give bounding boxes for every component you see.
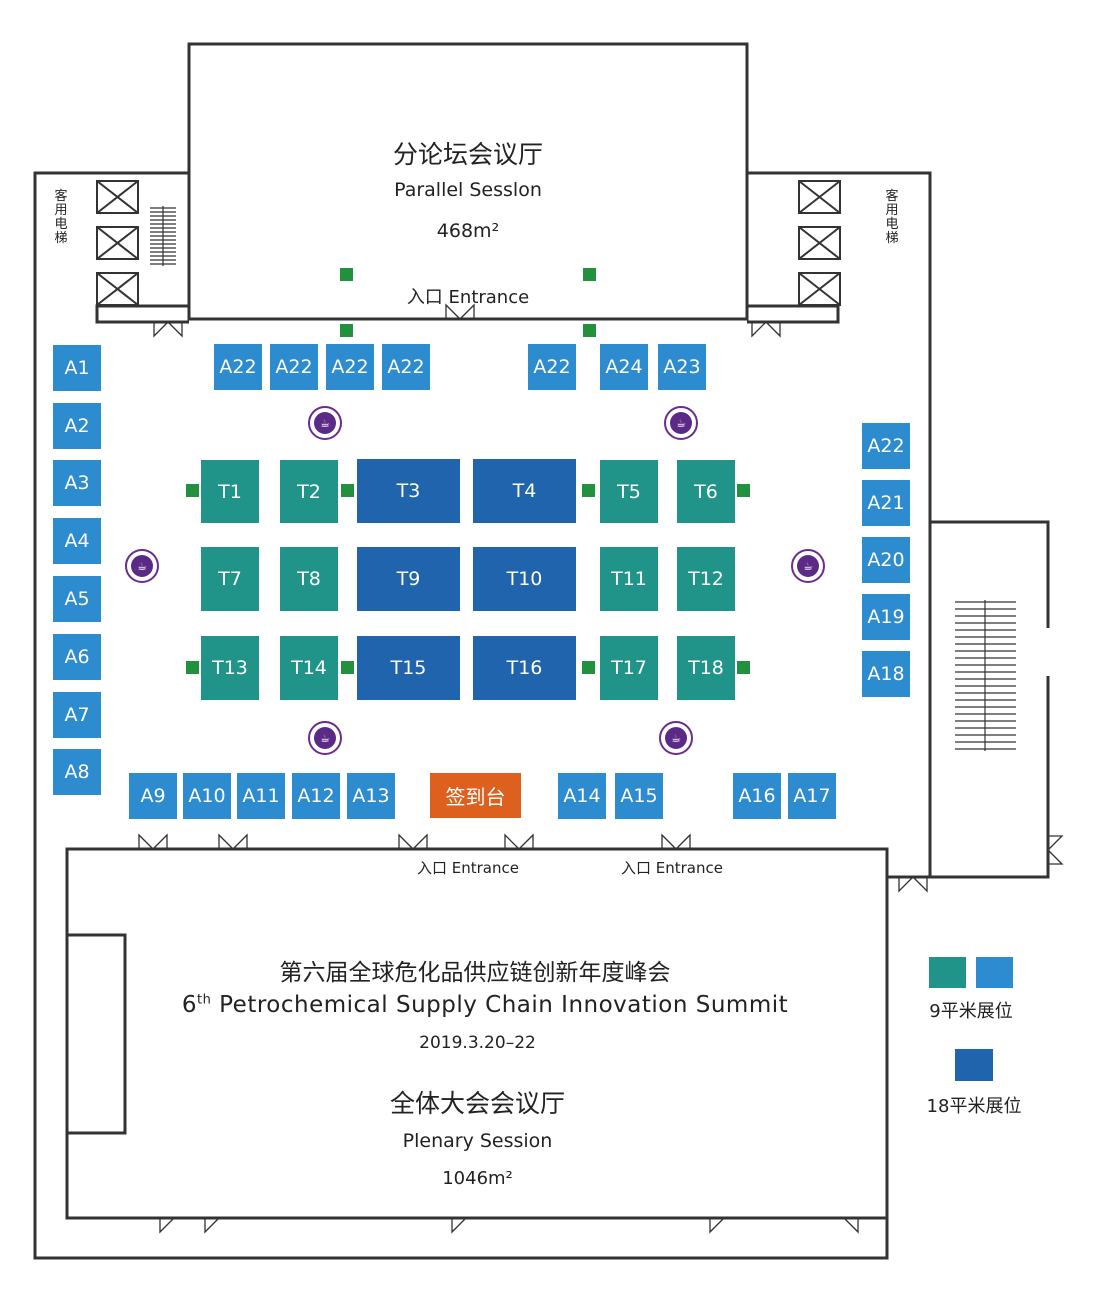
event-title-en-sup: th — [196, 992, 212, 1008]
booth-a1[interactable]: A1 — [53, 345, 101, 391]
parallel-hall-area: 468m² — [436, 220, 500, 242]
booth-a12[interactable]: A12 — [292, 773, 340, 819]
booth-a22-4[interactable]: A22 — [382, 344, 430, 390]
booth-t7[interactable]: T7 — [201, 547, 259, 611]
parallel-hall-title-en: Parallel Sesslon — [394, 179, 542, 201]
booth-a13[interactable]: A13 — [347, 773, 395, 819]
registration-desk[interactable]: 签到台 — [430, 773, 521, 818]
coffee-icon: ☕ — [308, 721, 342, 755]
booth-a22-5[interactable]: A22 — [528, 344, 576, 390]
marker — [340, 268, 353, 281]
coffee-icon: ☕ — [659, 721, 693, 755]
booth-a24[interactable]: A24 — [600, 344, 648, 390]
booth-a8[interactable]: A8 — [53, 749, 101, 795]
plenary-entrance-right[interactable]: 入口 Entrance — [621, 859, 723, 877]
booth-t3[interactable]: T3 — [357, 459, 460, 523]
marker — [186, 484, 199, 497]
booth-a2[interactable]: A2 — [53, 403, 101, 449]
booth-a6[interactable]: A6 — [53, 634, 101, 680]
booth-a14[interactable]: A14 — [558, 773, 606, 819]
plenary-area: 1046m² — [442, 1168, 513, 1189]
booth-a22-2[interactable]: A22 — [270, 344, 318, 390]
event-title-en-text: Petrochemical Supply Chain Innovation Su… — [219, 992, 789, 1018]
booth-a3[interactable]: A3 — [53, 460, 101, 506]
booth-t18[interactable]: T18 — [677, 636, 735, 700]
marker — [582, 484, 595, 497]
marker — [341, 661, 354, 674]
marker — [582, 661, 595, 674]
booth-t16[interactable]: T16 — [473, 636, 576, 700]
elevator-label-right: 客用电梯 — [885, 189, 899, 246]
booth-a9[interactable]: A9 — [129, 773, 177, 819]
booth-t5[interactable]: T5 — [600, 460, 658, 523]
coffee-icon: ☕ — [125, 549, 159, 583]
event-dates: 2019.3.20–22 — [419, 1033, 536, 1053]
parallel-hall-entrance[interactable]: 入口 Entrance — [406, 287, 530, 308]
booth-t4[interactable]: T4 — [473, 459, 576, 523]
booth-a5[interactable]: A5 — [53, 576, 101, 622]
booth-t12[interactable]: T12 — [677, 547, 735, 611]
booth-t9[interactable]: T9 — [357, 547, 460, 611]
marker — [340, 324, 353, 337]
booth-t8[interactable]: T8 — [280, 547, 338, 611]
plenary-entrance-left[interactable]: 入口 Entrance — [417, 859, 519, 877]
booth-t13[interactable]: T13 — [201, 636, 259, 700]
coffee-icon: ☕ — [308, 406, 342, 440]
legend-swatch-9-a — [976, 957, 1013, 988]
coffee-icon: ☕ — [791, 549, 825, 583]
booth-a15[interactable]: A15 — [615, 773, 663, 819]
parallel-hall-title-cn: 分论坛会议厅 — [392, 140, 543, 169]
booth-t15[interactable]: T15 — [357, 636, 460, 700]
booth-t2[interactable]: T2 — [280, 460, 338, 523]
booth-t6[interactable]: T6 — [677, 460, 735, 523]
booth-a20[interactable]: A20 — [862, 537, 910, 583]
booth-t17[interactable]: T17 — [600, 636, 658, 700]
booth-t1[interactable]: T1 — [201, 460, 259, 523]
marker — [583, 324, 596, 337]
booth-a10[interactable]: A10 — [183, 773, 231, 819]
legend-label-18: 18平米展位 — [926, 1096, 1022, 1117]
plenary-title-en: Plenary Session — [402, 1130, 553, 1152]
booth-t11[interactable]: T11 — [600, 547, 658, 611]
legend-label-9: 9平米展位 — [929, 1001, 1013, 1022]
booth-a23[interactable]: A23 — [658, 344, 706, 390]
booth-a18[interactable]: A18 — [862, 651, 910, 697]
booth-a11[interactable]: A11 — [237, 773, 285, 819]
booth-t10[interactable]: T10 — [473, 547, 576, 611]
marker — [737, 484, 750, 497]
booth-a19[interactable]: A19 — [862, 594, 910, 640]
booth-a21[interactable]: A21 — [862, 480, 910, 526]
elevator-label-left: 客用电梯 — [54, 189, 68, 246]
legend-swatch-18 — [955, 1049, 993, 1081]
booth-a22-1[interactable]: A22 — [214, 344, 262, 390]
plenary-title-cn: 全体大会会议厅 — [389, 1089, 565, 1118]
booth-t14[interactable]: T14 — [280, 636, 338, 700]
booth-a17[interactable]: A17 — [788, 773, 836, 819]
marker — [737, 661, 750, 674]
booth-a22-3[interactable]: A22 — [326, 344, 374, 390]
marker — [186, 661, 199, 674]
marker — [341, 484, 354, 497]
booth-a22-right[interactable]: A22 — [862, 423, 910, 469]
event-title-en: 6th Petrochemical Supply Chain Innovatio… — [125, 992, 845, 1018]
booth-a4[interactable]: A4 — [53, 518, 101, 564]
coffee-icon: ☕ — [664, 406, 698, 440]
legend-swatch-9-t — [929, 957, 966, 988]
event-title-en-num: 6 — [181, 992, 197, 1018]
marker — [583, 268, 596, 281]
booth-a16[interactable]: A16 — [733, 773, 781, 819]
booth-a7[interactable]: A7 — [53, 692, 101, 738]
event-title-cn: 第六届全球危化品供应链创新年度峰会 — [279, 960, 671, 986]
